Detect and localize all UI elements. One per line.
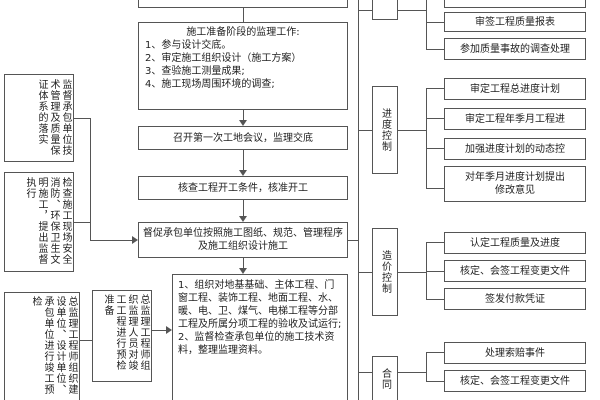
chief-engineer-precheck-label: 总监理工程师组织监理人员对竣工工程进行预检准备 [102,294,149,371]
quality-item-label: 参加质量事故的调查处理 [460,43,570,55]
connector [90,118,91,223]
connector [243,110,244,124]
cost-control-box: 造价控制 [372,228,398,316]
connector [90,240,132,241]
connector [152,330,166,331]
progress-item-label: 审定工程总进度计划 [470,83,560,95]
connector [426,0,427,49]
connector [398,10,426,11]
contract-control-label: 合同 [379,367,391,390]
connector [90,223,91,240]
connector [243,258,244,272]
arrow-down [239,120,247,126]
connector [243,200,244,220]
connector [426,188,444,189]
arrow-down [239,170,247,176]
prep-item: 1、参与设计交底。 [145,40,232,51]
connector [358,372,372,373]
final-acceptance-label: 总监理工程师组织建设单位、设计单位、承包单位进行竣工预检 [30,296,77,395]
connector [426,242,427,299]
connector [74,118,90,119]
progress-control-box: 进度控制 [372,86,398,174]
contract-item-box: 核定、会签工程变更文件 [444,370,586,392]
contract-item-label: 处理索赔事件 [485,347,545,359]
final-acceptance-box: 总监理工程师组织建设单位、设计单位、承包单位进行竣工预检 [4,292,80,400]
prep-stage-title: 施工准备阶段的监理工作: [186,27,300,38]
quality-item-box: 审签工程质量报表 [444,12,586,32]
quality-item-cut-box [444,0,586,8]
urge-construction-label: 督促承包单位按照施工图纸、规范、管理程序及施工组织设计施工 [143,228,343,252]
connector [426,352,444,353]
prep-item: 2、审定施工组织设计（施工方案） [145,53,302,64]
top-cut-box [138,0,348,8]
connector [426,49,444,50]
connector [80,340,92,341]
quality-control-box [372,0,398,20]
cost-item-box: 核定、会签工程变更文件 [444,260,586,282]
progress-item-box: 审定工程总进度计划 [444,78,586,100]
prep-item: 4、施工现场周围环境的调查; [145,79,275,90]
check-start-box: 核查工程开工条件，核准开工 [138,176,348,200]
connector [358,130,372,131]
organize-acceptance-text: 1、组织对地基基础、主体工程、门窗工程、装饰工程、地面工程、水、暖、电、卫、煤气… [178,280,342,330]
progress-item-label: 加强进度计划的动态控 [465,143,565,155]
contract-item-box: 处理索赔事件 [444,342,586,364]
connector [426,381,444,382]
urge-construction-box: 督促承包单位按照施工图纸、规范、管理程序及施工组织设计施工 [138,222,348,258]
connector [426,118,444,119]
connector [426,22,444,23]
cost-item-box: 签发付款凭证 [444,288,586,310]
progress-item-label: 审定工程年季月工程进 [465,113,565,125]
connector [426,88,427,188]
quality-item-box: 参加质量事故的调查处理 [444,38,586,60]
arrow-down [239,216,247,222]
arrow-right [166,326,172,334]
connector [426,88,444,89]
connector [358,10,372,11]
quality-system-box: 监督承包单位技术管理及质量保证体系的落实 [4,74,74,162]
connector [398,130,426,131]
progress-item-box: 加强进度计划的动态控 [444,138,586,160]
first-meeting-box: 召开第一次工地会议，监理交底 [138,126,348,150]
check-start-label: 核查工程开工条件，核准开工 [178,182,308,194]
cost-item-label: 核定、会签工程变更文件 [460,265,570,277]
connector [398,272,426,273]
quality-item-label: 审签工程质量报表 [475,16,555,28]
cost-control-label: 造价控制 [379,250,391,294]
connector [398,372,426,373]
contract-control-box: 合同 [372,356,398,400]
arrow-down [239,268,247,274]
progress-item-label: 对年季月进度计划提出修改意见 [465,172,565,196]
progress-control-label: 进度控制 [379,108,391,152]
connector [426,242,444,243]
safety-inspection-label: 检查施工现场安全消防、环保卫生文明施工，提出监督执行 [24,177,71,265]
connector [426,352,427,382]
cost-item-label: 认定工程质量及进度 [470,237,560,249]
prep-item: 3、查验施工测量成果; [145,66,245,77]
contract-item-label: 核定、会签工程变更文件 [460,375,570,387]
quality-system-label: 监督承包单位技术管理及质量保证体系的落实 [36,79,71,156]
connector [358,272,372,273]
first-meeting-label: 召开第一次工地会议，监理交底 [173,132,313,144]
prep-stage-box: 施工准备阶段的监理工作: 1、参与设计交底。 2、审定施工组织设计（施工方案） … [138,22,348,110]
cost-item-label: 签发付款凭证 [485,293,545,305]
safety-inspection-box: 检查施工现场安全消防、环保卫生文明施工，提出监督执行 [4,172,74,272]
progress-item-box: 对年季月进度计划提出修改意见 [444,166,586,202]
chief-engineer-precheck-box: 总监理工程师组织监理人员对竣工工程进行预检准备 [92,290,152,382]
connector [74,222,90,223]
acceptance-box: 1、组织对地基基础、主体工程、门窗工程、装饰工程、地面工程、水、暖、电、卫、煤气… [172,274,348,400]
progress-item-box: 审定工程年季月工程进 [444,108,586,130]
connector [426,148,444,149]
connector [426,299,444,300]
supervise-records-text: 2、监督检查承包单位的施工技术资料，整理监理资料。 [178,332,335,356]
connector [358,0,359,400]
connector [426,271,444,272]
cost-item-box: 认定工程质量及进度 [444,232,586,254]
arrow-right [132,236,138,244]
connector [243,0,244,22]
connector [243,150,244,174]
connector [348,240,358,241]
